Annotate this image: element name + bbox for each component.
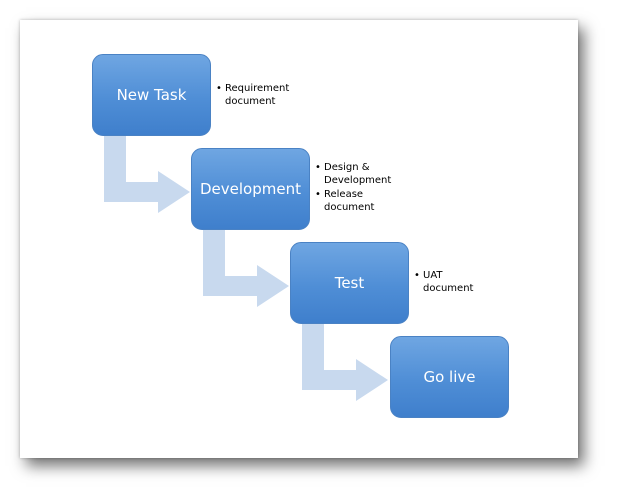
note-text: UAT document <box>423 270 474 294</box>
note-item: • Design & Development <box>315 161 399 187</box>
step-label: Go live <box>423 368 476 386</box>
step-label: Test <box>334 274 365 292</box>
step-label: New Task <box>116 86 187 104</box>
step-box-development: Development <box>191 148 310 230</box>
note-item: • Requirement document <box>216 82 304 108</box>
note-item: • Release document <box>315 188 399 214</box>
notes-new-task: • Requirement document <box>216 82 304 109</box>
connector-arrow-2 <box>203 230 289 307</box>
connector-arrow-3 <box>302 324 388 401</box>
note-text: Release document <box>324 189 375 213</box>
note-item: • UAT document <box>414 269 484 295</box>
connector-arrow-1 <box>104 136 190 213</box>
step-box-test: Test <box>290 242 409 324</box>
step-box-go-live: Go live <box>390 336 509 418</box>
bullet-icon: • <box>315 162 321 173</box>
bullet-icon: • <box>414 270 420 281</box>
bullet-icon: • <box>315 189 321 200</box>
note-text: Design & Development <box>324 162 392 186</box>
step-label: Development <box>200 180 301 198</box>
step-box-new-task: New Task <box>92 54 211 136</box>
notes-test: • UAT document <box>414 269 484 296</box>
bullet-icon: • <box>216 83 222 94</box>
notes-development: • Design & Development • Release documen… <box>315 161 399 215</box>
slide: New Task Development Test Go live • Requ… <box>20 20 578 458</box>
connector-arrows <box>104 136 388 401</box>
note-text: Requirement document <box>225 83 290 107</box>
